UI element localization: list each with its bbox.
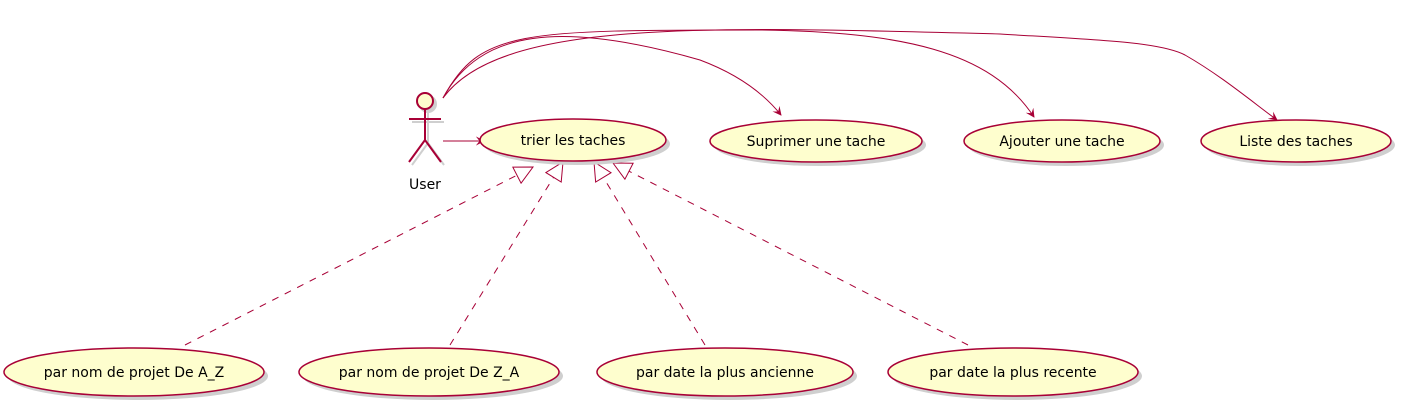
actor-user: User: [408, 92, 445, 193]
usecase-liste: Liste des taches: [1200, 119, 1395, 166]
usecase-label: Ajouter une tache: [999, 134, 1124, 150]
usecase-recente: par date la plus recente: [887, 347, 1142, 400]
usecase-label: Suprimer une tache: [747, 134, 886, 150]
generalization-za-trier: [449, 162, 563, 346]
usecase-za: par nom de projet De Z_A: [298, 347, 563, 400]
generalizations: [184, 162, 969, 346]
usecase-ellipse: [298, 347, 560, 397]
usecase-label: trier les taches: [521, 133, 626, 149]
usecase-ellipse: [963, 119, 1161, 163]
usecase-ellipse: [709, 119, 923, 163]
usecase-ajouter: Ajouter une tache: [963, 119, 1164, 166]
usecase-ellipse: [596, 347, 854, 397]
usecase-label: Liste des taches: [1239, 134, 1352, 150]
association-user-ajouter: [442, 29, 1035, 118]
association-user-suprimer: [442, 35, 782, 116]
generalization-ancienne-trier: [594, 162, 706, 346]
usecase-ellipse: [1200, 119, 1392, 163]
usecase-label: par date la plus recente: [929, 365, 1096, 381]
association-user-liste: [442, 29, 1278, 121]
usecase-ancienne: par date la plus ancienne: [596, 347, 857, 400]
usecase-trier: trier les taches: [479, 118, 670, 165]
usecase-suprimer: Suprimer une tache: [709, 119, 926, 166]
stick-figure-icon: [408, 92, 442, 163]
usecase-ellipse: [887, 347, 1139, 397]
generalization-recente-trier: [613, 163, 969, 346]
usecase-az: par nom de projet De A_Z: [3, 347, 268, 400]
usecase-ellipse: [3, 347, 265, 397]
actor-label: User: [409, 177, 441, 193]
usecase-label: par nom de projet De Z_A: [339, 365, 520, 381]
generalization-az-trier: [184, 167, 533, 346]
associations: [442, 29, 1278, 146]
usecase-label: par date la plus ancienne: [636, 365, 814, 381]
usecase-ellipse: [479, 118, 667, 162]
usecase-label: par nom de projet De A_Z: [44, 365, 225, 381]
